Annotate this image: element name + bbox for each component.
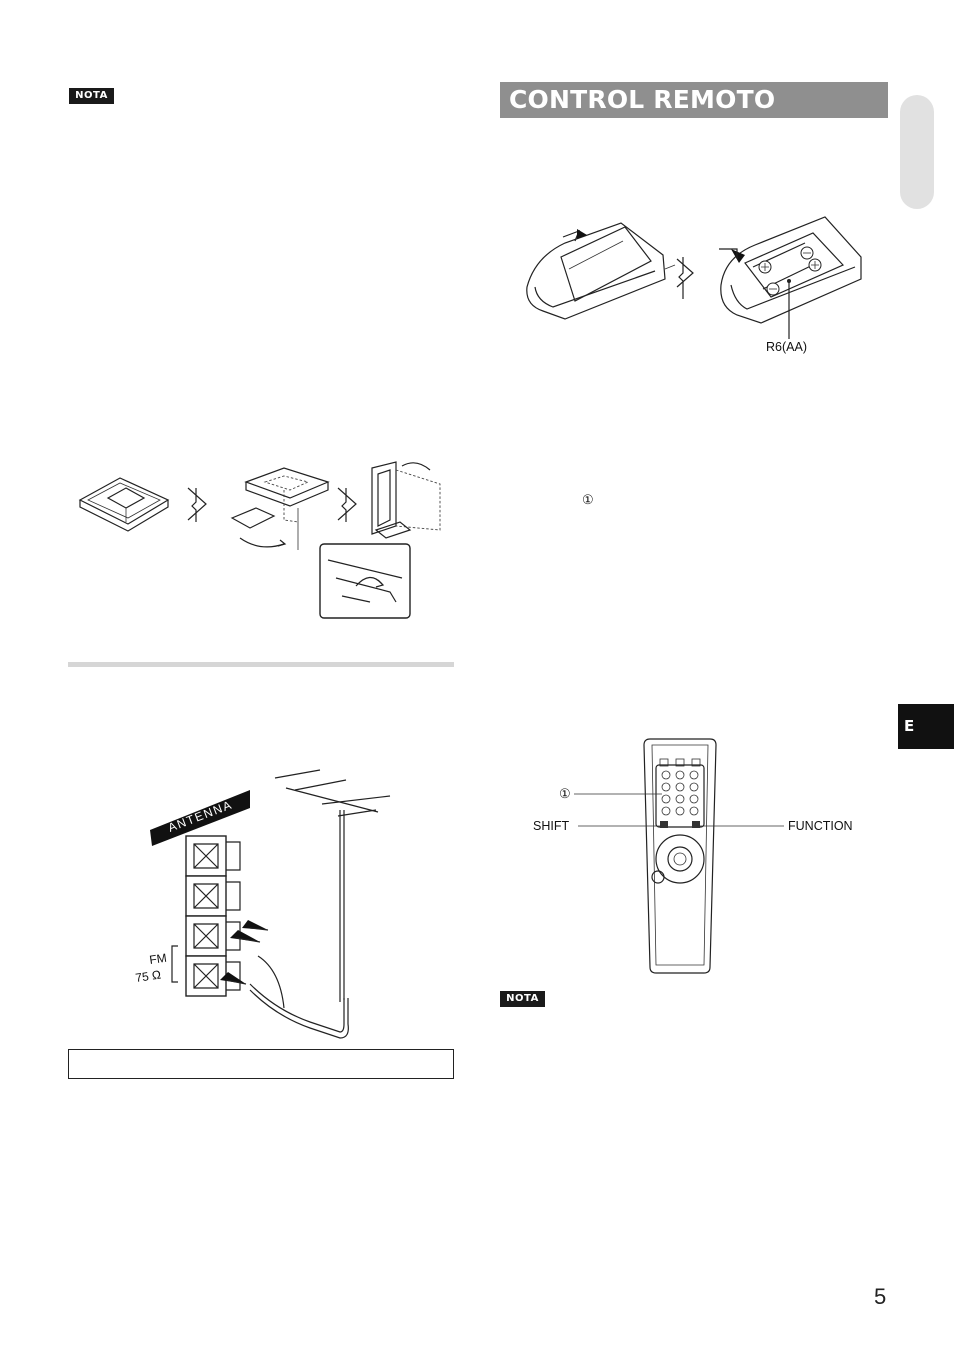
battery-type-label: R6(AA) xyxy=(766,340,807,354)
cable-connection xyxy=(220,920,349,1039)
outlined-note-box xyxy=(68,1049,454,1079)
section-title-control-remoto: CONTROL REMOTO xyxy=(500,82,888,118)
detail-inset xyxy=(319,543,411,619)
function-button-label: FUNCTION xyxy=(788,819,853,833)
circled-number-one: ① xyxy=(582,492,594,507)
terminal-label-fm: FM xyxy=(148,951,167,967)
page-number: 5 xyxy=(874,1284,887,1309)
loop-antenna-flat xyxy=(78,477,170,532)
remote-control-illustration xyxy=(643,738,717,974)
language-tab: E xyxy=(898,704,954,749)
remote-top-buttons xyxy=(659,758,701,767)
remote-battery-compartment xyxy=(719,216,862,339)
shift-button-label: SHIFT xyxy=(533,819,570,833)
callout-number-one: ① xyxy=(559,786,571,801)
step-arrow-2 xyxy=(337,487,357,522)
terminal-bracket: FM 75 Ω xyxy=(134,945,178,985)
remote-back-cover xyxy=(526,222,676,320)
side-thumb-marker xyxy=(900,95,934,209)
fm-antenna-illustration: ANTENNA FM 75 Ω xyxy=(134,769,391,1039)
terminal-label-ohm: 75 Ω xyxy=(134,968,161,985)
remote-callout-lines xyxy=(574,793,784,827)
nota-badge-left: NOTA xyxy=(69,88,114,104)
remote-direction-pad xyxy=(651,834,705,884)
remote-number-pad xyxy=(655,764,705,828)
nota-badge-right: NOTA xyxy=(500,991,545,1007)
section-divider xyxy=(68,662,454,667)
battery-installation-illustration xyxy=(526,216,862,339)
step-arrow-1 xyxy=(187,487,207,522)
outdoor-antenna-rods xyxy=(274,769,391,1002)
step-arrow-battery xyxy=(676,257,694,299)
am-loop-antenna-illustration xyxy=(78,461,441,619)
antenna-terminals xyxy=(185,835,241,997)
loop-antenna-upright xyxy=(371,461,441,539)
loop-antenna-stand xyxy=(230,467,330,550)
